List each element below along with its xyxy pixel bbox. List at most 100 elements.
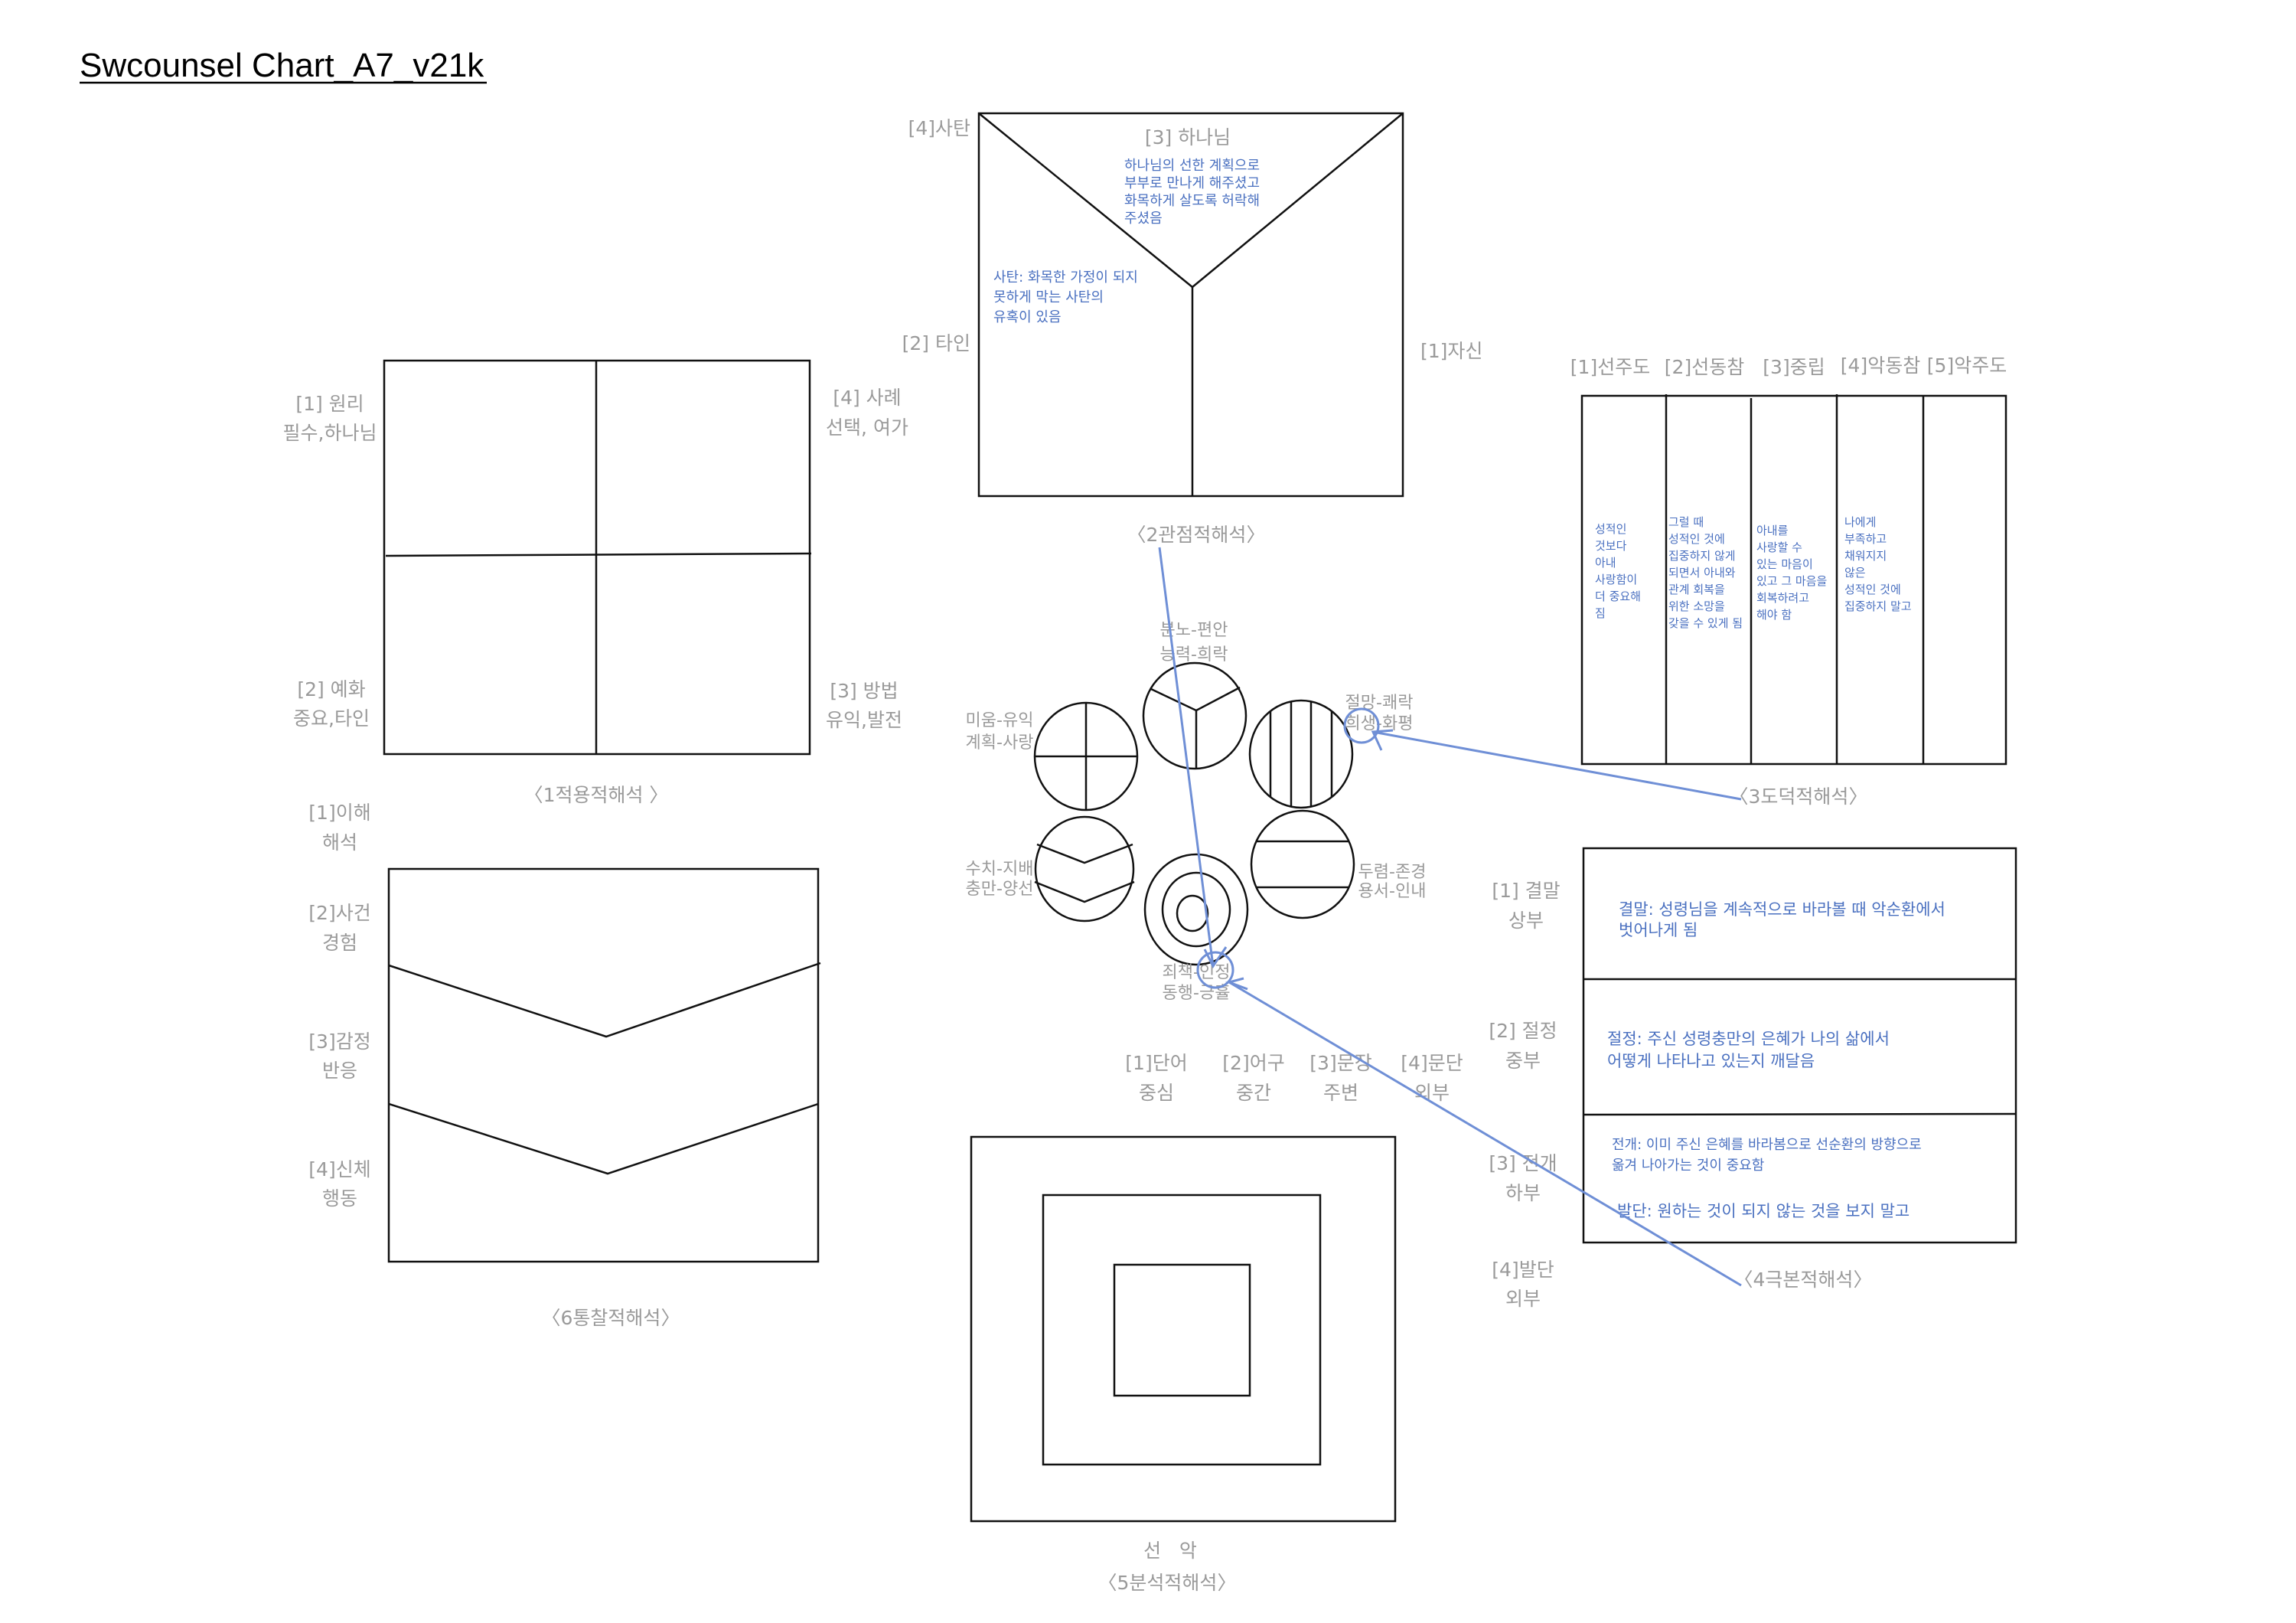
moral-column-text: 집중하지 않게 [1668, 549, 1736, 563]
label-emotion-sub: 반응 [322, 1060, 357, 1082]
panel-moral: [1]선주도 [2]선동참 [3]중립 [4]악동참 [5]악주도 성적인것보다… [1570, 354, 2007, 808]
moral-column-text: 성적인 것에 [1844, 583, 1901, 596]
moral-column-text: 아내 [1595, 556, 1616, 570]
circle-label: 계획-사랑 [966, 733, 1034, 753]
label-paragraph-sub: 외부 [1414, 1082, 1450, 1104]
perspective-box [977, 112, 1404, 498]
circle-label: 죄책-인정 [1163, 963, 1231, 982]
god-note-line: 하나님의 선한 계획으로 [1124, 158, 1260, 174]
moral-column-text: 성적인 [1595, 522, 1626, 536]
arrow-dramatic-to-guilt [1228, 981, 1742, 1287]
climax-end-note: 벗어나게 됨 [1619, 921, 1698, 939]
label-beginning: [4]발단 [1492, 1259, 1554, 1281]
label-phrase-sub: 중간 [1236, 1082, 1271, 1104]
moral-column-text: 있는 마음이 [1756, 557, 1813, 571]
satan-note-line: 사탄: 화목한 가정이 되지 [993, 269, 1138, 286]
moral-column-text: 성적인 것에 [1668, 532, 1725, 546]
circle-cluster: 분노-편안 능력-희락 미움-유익 계획-사랑 절망-쾌락 희생-화평 수치-지… [966, 621, 1427, 1003]
climax-note: 어떻게 나타나고 있는지 깨달음 [1607, 1052, 1815, 1070]
chevron-divider [388, 962, 821, 1038]
moral-column-text: 집중하지 말고 [1844, 599, 1912, 613]
satan-note-line: 못하게 막는 사탄의 [993, 289, 1104, 305]
insight-box [387, 867, 820, 1263]
circle-left [1033, 701, 1139, 812]
circle-label: 용서-인내 [1358, 882, 1427, 901]
panel-dramatic: 결말: 성령님을 계속적으로 바라볼 때 악순환에서 벗어나게 됨 절정: 주신… [1489, 847, 2017, 1310]
moral-column-text: 아내를 [1756, 524, 1789, 537]
label-satan: [4]사탄 [908, 117, 970, 139]
label-event: [2]사건 [308, 902, 370, 924]
inner-square [1113, 1263, 1251, 1397]
dramatic-box [1582, 847, 2017, 1244]
label-body-sub: 행동 [322, 1187, 357, 1210]
label-climax: [2] 절정 [1489, 1020, 1557, 1042]
moral-column-text: 채워지지 [1844, 549, 1887, 563]
moral-column-text: 짐 [1595, 606, 1606, 620]
climax-note: 절정: 주신 성령충만의 은혜가 나의 삶에서 [1607, 1030, 1890, 1048]
god-note-line: 주셨음 [1124, 211, 1163, 227]
panel-caption: 〈3도덕적해석〉 [1730, 785, 1868, 808]
label-emotion: [3]감정 [308, 1030, 370, 1053]
circle-lower-right [1250, 809, 1355, 919]
horizontal-divider [385, 552, 812, 557]
annotation-arrows [1158, 547, 1742, 1287]
moral-column-text: 관계 회복을 [1668, 583, 1725, 596]
panel-caption: 〈1적용적해석 〉 [524, 784, 669, 806]
god-note-line: 부부로 만나게 해주셨고 [1124, 175, 1260, 191]
label-phrase: [2]어구 [1222, 1052, 1284, 1074]
label-self: [1]자신 [1420, 340, 1482, 362]
moral-column-text: 회복하려고 [1756, 591, 1809, 605]
panel-applicational: [1] 원리 필수,하나님 [4] 사례 선택, 여가 [2] 예화 중요,타인… [283, 359, 908, 806]
god-note-line: 화목하게 살도록 허락해 [1124, 193, 1260, 209]
column-header: [1]선주도 [1570, 356, 1650, 378]
label-understanding: [1]이해 [308, 802, 370, 824]
circle-top [1142, 661, 1247, 770]
arrow-perspective-to-guilt [1158, 547, 1215, 967]
circle-label: 충만-양선 [966, 880, 1034, 899]
outer-square [970, 1135, 1397, 1523]
column-header: [4]악동참 [1841, 354, 1920, 377]
highlight-circle [1343, 707, 1380, 744]
arrowhead-icon [1225, 977, 1248, 991]
moral-column-text: 그럴 때 [1668, 515, 1704, 529]
moral-column-text: 더 중요해 [1595, 589, 1641, 603]
moral-column-text: 사랑함이 [1595, 573, 1637, 586]
label-god: [3] 하나님 [1145, 126, 1231, 149]
label-method-sub: 유익,발전 [826, 709, 902, 731]
moral-column-text: 사랑할 수 [1756, 540, 1802, 554]
moral-column-text: 해야 함 [1756, 608, 1792, 622]
label-climax-sub: 중부 [1505, 1050, 1541, 1072]
label-understanding-sub: 해석 [322, 831, 357, 854]
label-beginning-sub: 외부 [1505, 1288, 1541, 1310]
circle-right [1248, 699, 1354, 809]
arrowhead-icon [1371, 729, 1394, 751]
moral-column-text: 있고 그 마음을 [1756, 574, 1827, 588]
arrow-moral-to-despair [1372, 730, 1742, 801]
column-header: [3]중립 [1763, 356, 1825, 378]
development-note: 옮겨 나아가는 것이 중요함 [1612, 1158, 1764, 1174]
satan-note-line: 유혹이 있음 [993, 309, 1062, 325]
label-body: [4]신체 [308, 1158, 370, 1181]
middle-square [1042, 1194, 1322, 1466]
moral-column-text: 나에게 [1844, 515, 1876, 529]
label-case: [4] 사례 [833, 387, 901, 409]
label-example-sub: 중요,타인 [293, 707, 370, 730]
circle-lower-left [1034, 815, 1135, 923]
climax-end-note: 결말: 성령님을 계속적으로 바라볼 때 악순환에서 [1619, 900, 1945, 919]
chevron-divider [388, 1102, 819, 1175]
label-event-sub: 경험 [322, 932, 357, 954]
label-others: [2] 타인 [902, 332, 970, 354]
circle-label: 능력-희락 [1160, 645, 1228, 665]
label-case-sub: 선택, 여가 [826, 416, 908, 439]
label-sentence-sub: 주변 [1323, 1082, 1358, 1104]
panel-perspective: [4]사탄 [3] 하나님 [2] 타인 [1]자신 하나님의 선한 계획으로 … [902, 112, 1482, 546]
circle-bottom-concentric [1143, 853, 1249, 966]
label-example: [2] 예화 [297, 678, 365, 700]
moral-column-text: 것보다 [1595, 539, 1627, 553]
circle-label: 두렴-존경 [1358, 863, 1427, 882]
highlight-circle [1196, 951, 1234, 989]
development-note: 전개: 이미 주신 은혜를 바라봄으로 선순환의 방향으로 [1612, 1137, 1922, 1153]
label-ending: [1] 결말 [1492, 880, 1560, 902]
label-ending-sub: 상부 [1508, 909, 1544, 932]
